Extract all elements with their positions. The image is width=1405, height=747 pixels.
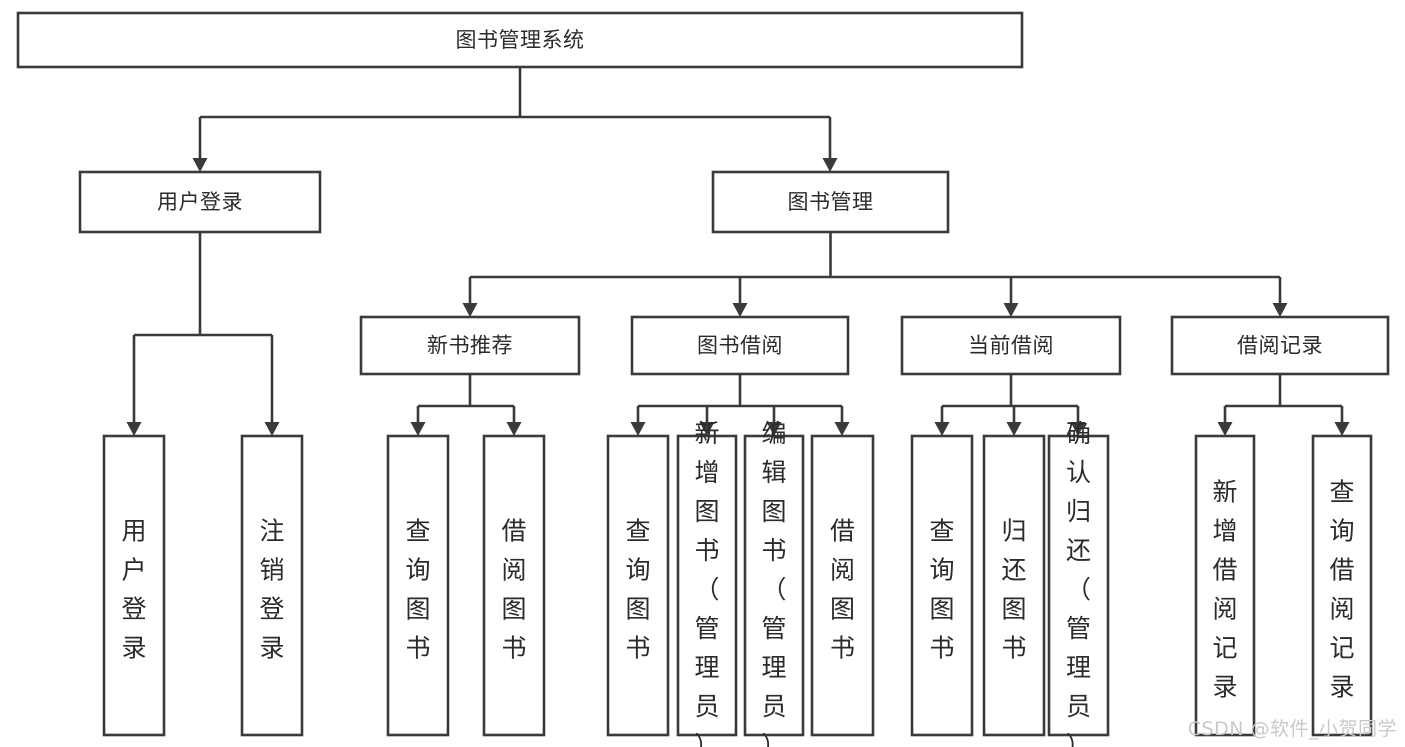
node-label: 查询图书 <box>929 517 954 663</box>
node-leaf-leaf-borrow-book-1[interactable]: 借阅图书 <box>482 434 546 737</box>
node-root-图书管理系统[interactable]: 图书管理系统 <box>16 11 1024 69</box>
node-leaf-leaf-edit-book[interactable]: 编辑图书（管理员） <box>743 419 805 747</box>
arrow-head-icon <box>1334 422 1350 436</box>
arrow-head-icon <box>264 422 280 436</box>
node-label: 图书借阅 <box>697 334 783 358</box>
node-box[interactable] <box>386 434 450 737</box>
node-label: 借阅记录 <box>1237 334 1323 358</box>
arrow-head-icon <box>1272 303 1288 317</box>
node-leaf-leaf-return-book[interactable]: 归还图书 <box>982 434 1046 737</box>
node-leaf-leaf-query-record[interactable]: 查询借阅记录 <box>1311 434 1373 737</box>
node-label: 新增借阅记录 <box>1212 478 1237 702</box>
node-box[interactable] <box>711 170 950 234</box>
node-box[interactable] <box>1170 315 1390 376</box>
node-box[interactable] <box>743 434 805 737</box>
node-label: 确认归还（管理员） <box>1066 419 1091 747</box>
arrow-head-icon <box>506 422 522 436</box>
node-label: 注销登录 <box>259 517 284 663</box>
node-leaf-leaf-add-book[interactable]: 新增图书（管理员） <box>676 419 738 747</box>
node-leaf-leaf-user-login[interactable]: 用户登录 <box>102 434 166 737</box>
node-label: 用户登录 <box>157 190 243 214</box>
arrow-head-icon <box>192 158 208 172</box>
arrow-head-icon <box>410 422 426 436</box>
node-box[interactable] <box>910 434 974 737</box>
node-l3-book-borrow[interactable]: 图书借阅 <box>630 315 850 376</box>
node-box[interactable] <box>1194 434 1256 737</box>
node-leaf-leaf-add-record[interactable]: 新增借阅记录 <box>1194 434 1256 737</box>
node-l3-borrow-record[interactable]: 借阅记录 <box>1170 315 1390 376</box>
node-box[interactable] <box>240 434 304 737</box>
node-box[interactable] <box>359 315 581 376</box>
node-box[interactable] <box>78 170 322 234</box>
arrow-head-icon <box>1070 422 1086 436</box>
node-leaf-leaf-query-book-1[interactable]: 查询图书 <box>386 434 450 737</box>
nodes-layer: 图书管理系统用户登录图书管理新书推荐图书借阅当前借阅借阅记录用户登录注销登录查询… <box>16 11 1390 747</box>
arrow-head-icon <box>834 422 850 436</box>
arrow-head-icon <box>822 158 838 172</box>
node-box[interactable] <box>676 434 738 737</box>
arrow-head-icon <box>462 303 478 317</box>
arrow-head-icon <box>699 422 715 436</box>
node-label: 当前借阅 <box>968 334 1054 358</box>
node-l2-book-manage[interactable]: 图书管理 <box>711 170 950 234</box>
node-box[interactable] <box>900 315 1122 376</box>
arrow-head-icon <box>1006 422 1022 436</box>
node-leaf-leaf-confirm-return[interactable]: 确认归还（管理员） <box>1047 419 1110 747</box>
node-box[interactable] <box>1311 434 1373 737</box>
node-l3-new-book-rec[interactable]: 新书推荐 <box>359 315 581 376</box>
node-label: 图书管理 <box>788 190 874 214</box>
node-label: 用户登录 <box>121 517 146 663</box>
node-label: 借阅图书 <box>830 517 855 663</box>
node-box[interactable] <box>16 11 1024 69</box>
node-label: 图书管理系统 <box>456 28 585 52</box>
arrow-head-icon <box>1217 422 1233 436</box>
node-label: 查询图书 <box>405 517 430 663</box>
node-box[interactable] <box>982 434 1046 737</box>
node-label: 归还图书 <box>1001 517 1026 663</box>
node-leaf-leaf-query-book-2[interactable]: 查询图书 <box>606 434 670 737</box>
arrow-head-icon <box>1003 303 1019 317</box>
arrow-head-icon <box>732 303 748 317</box>
node-box[interactable] <box>810 434 875 737</box>
connectors-layer <box>126 67 1350 436</box>
node-l3-current-borrow[interactable]: 当前借阅 <box>900 315 1122 376</box>
node-box[interactable] <box>102 434 166 737</box>
node-box[interactable] <box>482 434 546 737</box>
node-label: 查询借阅记录 <box>1329 478 1354 702</box>
node-box[interactable] <box>1047 434 1110 737</box>
node-l2-user-login[interactable]: 用户登录 <box>78 170 322 234</box>
node-label: 编辑图书（管理员） <box>761 419 786 747</box>
node-box[interactable] <box>630 315 850 376</box>
arrow-head-icon <box>126 422 142 436</box>
node-label: 新书推荐 <box>427 334 513 358</box>
node-label: 查询图书 <box>625 517 650 663</box>
node-label: 新增图书（管理员） <box>694 419 719 747</box>
arrow-head-icon <box>766 422 782 436</box>
node-label: 借阅图书 <box>501 517 526 663</box>
node-leaf-leaf-borrow-book-2[interactable]: 借阅图书 <box>810 434 875 737</box>
node-box[interactable] <box>606 434 670 737</box>
node-leaf-leaf-user-logout[interactable]: 注销登录 <box>240 434 304 737</box>
arrow-head-icon <box>630 422 646 436</box>
arrow-head-icon <box>934 422 950 436</box>
node-leaf-leaf-query-book-3[interactable]: 查询图书 <box>910 434 974 737</box>
